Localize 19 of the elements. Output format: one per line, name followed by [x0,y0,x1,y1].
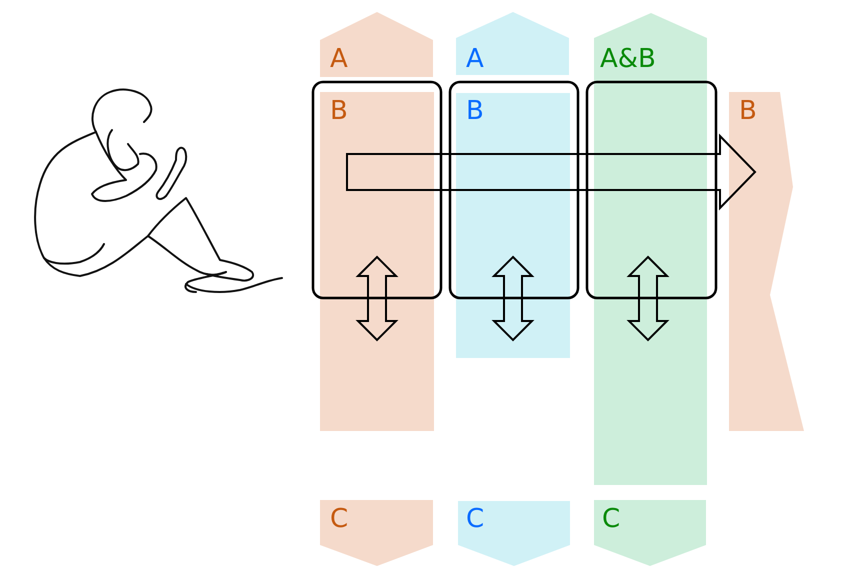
band-label: C [466,506,484,532]
down-pentagon [320,500,433,566]
down-pentagon [458,501,570,566]
up-pentagon [320,12,433,77]
up-pentagon [456,12,569,75]
band-label: C [602,506,620,532]
column-band [320,92,434,431]
down-pentagon [594,500,706,566]
notched-band [729,92,804,431]
band-label: C [330,506,348,532]
band-label: A [466,46,484,72]
column-band [594,13,707,485]
band-label: B [466,98,484,124]
column-band [456,93,570,358]
band-label: B [330,98,348,124]
band-label: A&B [600,46,656,72]
band-label: A [330,46,348,72]
band-label: B [739,98,757,124]
block-arrow [346,134,756,210]
